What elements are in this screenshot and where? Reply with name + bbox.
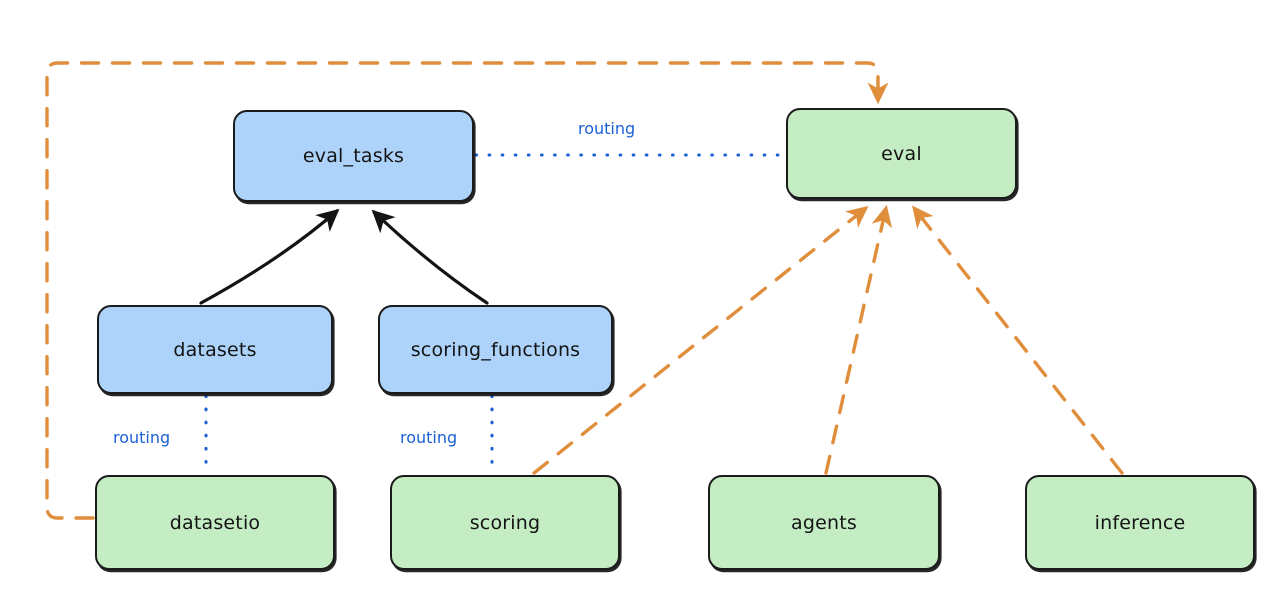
edge-agents-eval xyxy=(824,204,893,475)
edge-inference-eval xyxy=(912,205,1124,475)
edge-label-routing-eval: routing xyxy=(578,119,636,138)
edge-scoring_functions-eval_tasks xyxy=(371,209,489,305)
node-eval-tasks[interactable]: eval_tasks xyxy=(233,110,474,202)
node-label-eval: eval xyxy=(881,142,922,165)
node-inference[interactable]: inference xyxy=(1025,475,1255,570)
edge-datasets-eval_tasks xyxy=(199,208,340,305)
edge-label-routing-datasetio: routing xyxy=(113,428,171,447)
node-label-inference: inference xyxy=(1094,511,1186,534)
node-agents[interactable]: agents xyxy=(708,475,940,570)
node-label-datasets: datasets xyxy=(173,338,257,361)
node-label-eval-tasks: eval_tasks xyxy=(302,145,405,167)
node-eval[interactable]: eval xyxy=(786,108,1017,199)
edge-scoring-eval xyxy=(532,206,869,475)
node-label-scoring-functions: scoring_functions xyxy=(410,338,581,361)
node-label-scoring: scoring xyxy=(469,511,541,534)
node-scoring[interactable]: scoring xyxy=(390,475,620,570)
node-datasetio[interactable]: datasetio xyxy=(95,475,335,570)
node-label-datasetio: datasetio xyxy=(169,511,261,534)
node-label-agents: agents xyxy=(791,511,857,534)
node-scoring-functions[interactable]: scoring_functions xyxy=(378,305,613,394)
dependency-edges xyxy=(45,61,1124,520)
edge-label-routing-scoring: routing xyxy=(400,428,458,447)
edge-datasetio-eval xyxy=(45,61,889,520)
routing-edges xyxy=(204,153,786,475)
node-datasets[interactable]: datasets xyxy=(97,305,333,394)
composition-edges xyxy=(199,208,489,305)
